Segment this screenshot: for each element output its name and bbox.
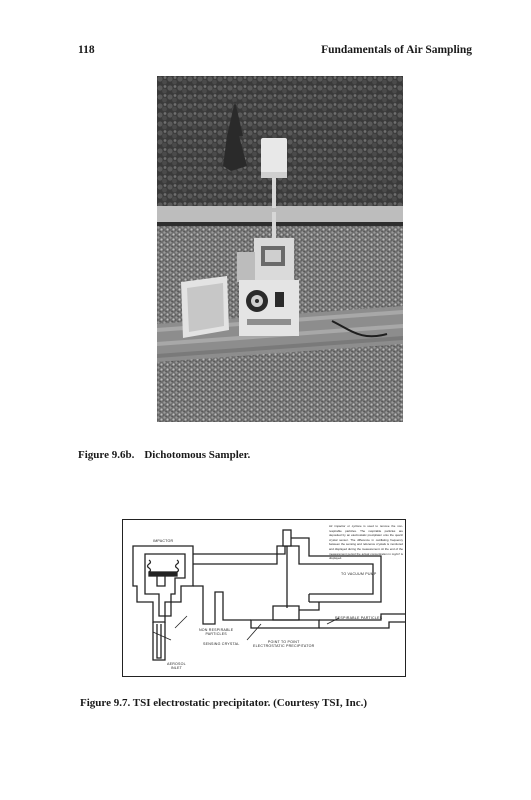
tsi-precipitator-diagram: IMPACTOR NON RESPIRABLE PARTICLES SENSIN… [122, 519, 406, 677]
figure-caption-text: Dichotomous Sampler. [144, 449, 251, 461]
figure-9-7-caption: Figure 9.7. TSI electrostatic precipitat… [80, 697, 367, 709]
vacuum-pump-label: TO VACUUM PUMP [341, 572, 377, 576]
aerosol-inlet-label: AEROSOL INLET [167, 662, 186, 671]
impactor-label: IMPACTOR [153, 539, 174, 543]
page-number: 118 [78, 44, 95, 56]
non-respirable-label: NON RESPIRABLE PARTICLES [199, 628, 234, 637]
figure-label: Figure 9.7. [80, 697, 131, 709]
figure-caption-text: TSI electrostatic precipitator. (Courtes… [132, 697, 368, 709]
dichotomous-sampler-photo [157, 76, 403, 422]
running-title: Fundamentals of Air Sampling [321, 44, 472, 56]
diagram-note: Air impactor or cyclone is used to remov… [329, 524, 403, 561]
figure-label: Figure 9.6b. [78, 449, 135, 461]
sensing-crystal-label: SENSING CRYSTAL [203, 642, 240, 646]
point-to-point-label: POINT TO POINT ELECTROSTATIC PRECIPITATO… [253, 640, 315, 649]
figure-9-6b-caption: Figure 9.6b. Dichotomous Sampler. [78, 449, 250, 461]
running-header: 118 Fundamentals of Air Sampling [78, 44, 472, 60]
respirable-particles-label: RESPIRABLE PARTICLES [335, 616, 383, 620]
